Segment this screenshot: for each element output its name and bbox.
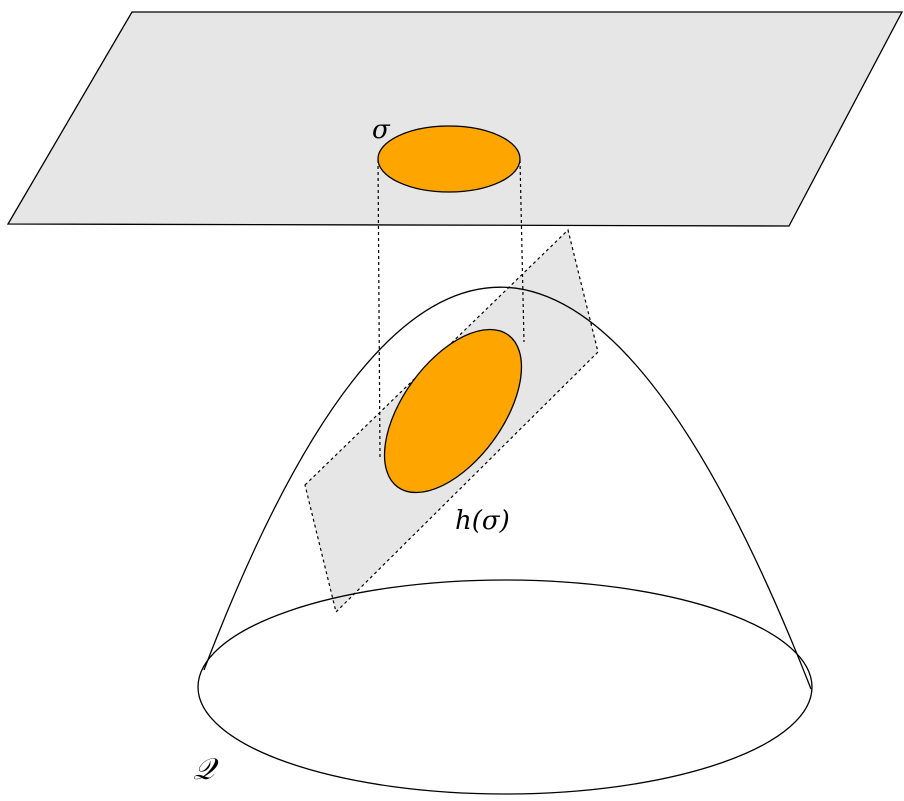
projection-line-left xyxy=(377,159,381,458)
dome-base-ellipse xyxy=(197,579,813,795)
label-surface-q: 𝒬 xyxy=(193,752,219,787)
region-sigma xyxy=(377,125,521,193)
region-h-sigma xyxy=(383,328,523,494)
horizontal-plane xyxy=(6,11,904,227)
dome-outline xyxy=(203,286,812,690)
projection-line-right xyxy=(519,159,525,343)
label-sigma: σ xyxy=(372,115,391,145)
label-h-sigma: h(σ) xyxy=(455,506,510,536)
